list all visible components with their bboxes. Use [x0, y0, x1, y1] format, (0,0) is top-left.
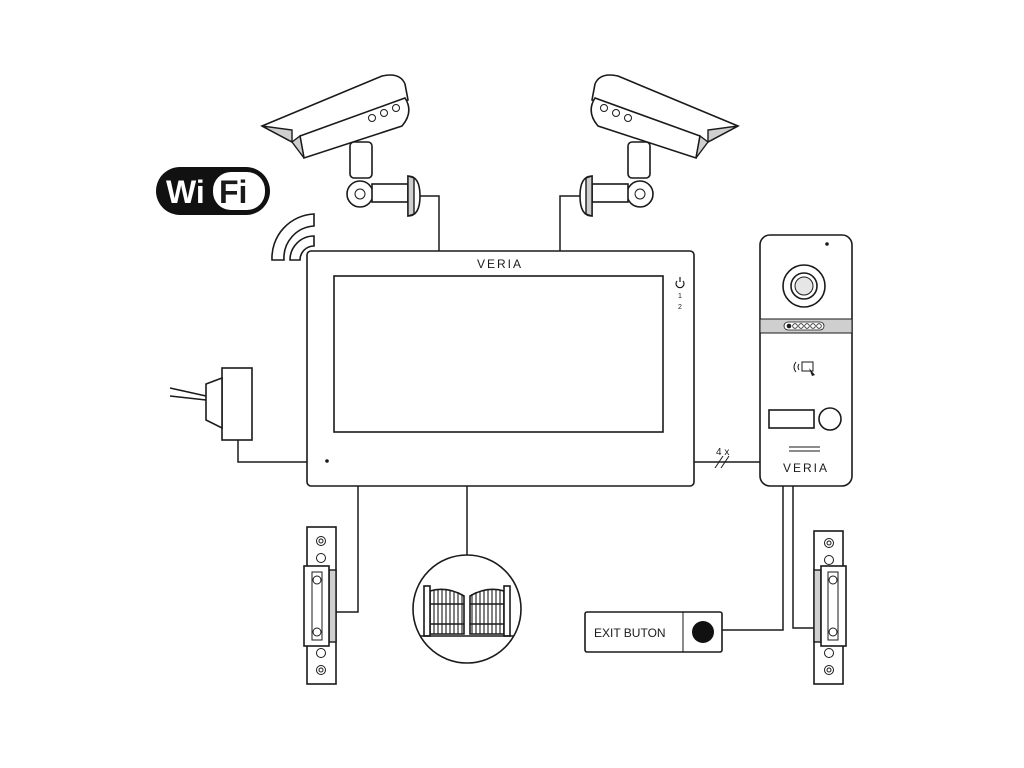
indoor-monitor [306, 250, 695, 487]
wire-power-adapter [237, 440, 307, 463]
wire-count-mark [720, 455, 730, 469]
wire-count-mark [714, 455, 724, 469]
monitor-screen [333, 275, 664, 433]
wifi-logo-right: Fi [219, 174, 247, 210]
monitor-brand: VERIA [477, 257, 523, 271]
electric-strike-lock-left [303, 526, 337, 685]
power-icon [675, 277, 685, 289]
door-station-name-plate [768, 409, 815, 429]
gate-icon [412, 554, 522, 664]
wire-camera-right [559, 195, 582, 251]
monitor-indicator-2: 2 [678, 304, 682, 311]
wire-count-label: 4 x [716, 447, 729, 458]
wire-lock-left [336, 486, 359, 613]
power-adapter [169, 367, 253, 441]
rfid-card-icon [793, 361, 815, 376]
cctv-camera-left [260, 74, 421, 217]
monitor-indicator-1: 1 [678, 293, 682, 300]
wifi-logo-left: Wi [166, 174, 205, 210]
exit-button-device [584, 611, 723, 653]
wire-camera-left [418, 195, 440, 251]
wifi-signal-icon [271, 213, 315, 261]
door-station [759, 234, 853, 487]
cctv-camera-right [579, 74, 740, 217]
door-station-brand: VERIA [783, 461, 829, 475]
exit-button-push [692, 621, 714, 643]
monitor-microphone [325, 459, 329, 463]
wire-lock-right [792, 486, 814, 629]
wires [237, 195, 814, 631]
exit-button-label: EXIT BUTON [594, 626, 666, 640]
electric-strike-lock-right [813, 530, 847, 685]
door-station-call-button [818, 407, 842, 431]
wire-exit-button [722, 486, 784, 631]
wifi-logo: Wi Fi [156, 167, 270, 215]
